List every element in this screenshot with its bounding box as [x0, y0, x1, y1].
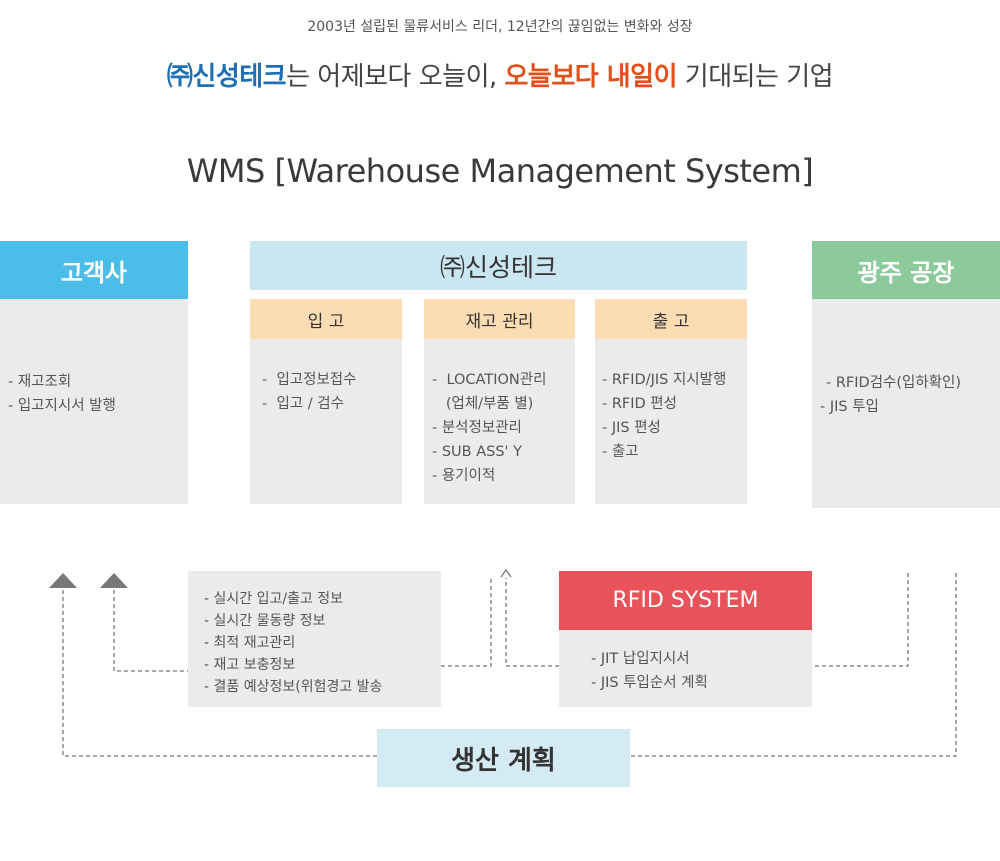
list-item: - JIS 편성	[602, 420, 661, 436]
list-item: - 출고	[602, 444, 639, 460]
list-item: - 실시간 입고/출고 정보	[204, 591, 344, 607]
list-item: - RFID검수(입하확인)	[826, 375, 962, 391]
inventory-header: 재고 관리	[424, 299, 575, 339]
customer-header: 고객사	[0, 241, 188, 299]
rfid-to-shinsung-line	[505, 578, 559, 667]
gwangju-panel: - RFID검수(입하확인) - JIS 투입	[812, 299, 1000, 508]
headline-mid: 는 어제보다 오늘이,	[286, 62, 505, 92]
inventory-panel: - LOCATION관리 (업체/부품 별) - 분석정보관리 - SUB AS…	[424, 339, 575, 504]
outbound-list: - RFID/JIS 지시발행 - RFID 편성 - JIS 편성 - 출고	[595, 339, 747, 464]
headline-highlight: 오늘보다 내일이	[504, 62, 678, 92]
inbound-header: 입 고	[250, 299, 402, 339]
info-to-customer-line	[113, 590, 188, 672]
list-item: - 최적 재고관리	[204, 635, 296, 651]
arrow-up-icon	[49, 573, 77, 588]
arrow-up-icon	[100, 573, 128, 588]
tagline: 2003년 설립된 물류서비스 리더, 12년간의 끊임없는 변화와 성장	[307, 19, 693, 35]
list-item: - 결품 예상정보(위험경고 발송	[204, 679, 383, 695]
info-to-shinsung-line	[441, 578, 492, 667]
rfid-list: - JIT 납입지시서 - JIS 투입순서 계획	[559, 630, 812, 695]
list-item: - RFID/JIS 지시발행	[602, 372, 727, 388]
list-item: - LOCATION관리	[432, 372, 547, 388]
list-item: - 재고조회	[8, 374, 72, 390]
list-item: - 실시간 물동량 정보	[204, 613, 326, 629]
list-item: - SUB ASS' Y	[432, 444, 522, 460]
outbound-header: 출 고	[595, 299, 747, 339]
arrow-up-icon	[500, 568, 512, 578]
rfid-panel: - JIT 납입지시서 - JIS 투입순서 계획	[559, 630, 812, 707]
headline-brand: ㈜신성테크	[166, 62, 287, 92]
rfid-header: RFID SYSTEM	[559, 571, 812, 630]
list-item: - 입고 / 검수	[262, 396, 344, 412]
inbound-panel: - 입고정보접수 - 입고 / 검수	[250, 339, 402, 504]
list-item: - RFID 편성	[602, 396, 677, 412]
gwangju-to-plan-line	[630, 573, 957, 757]
realtime-info-list: - 실시간 입고/출고 정보 - 실시간 물동량 정보 - 최적 재고관리 - …	[188, 571, 441, 698]
gwangju-header: 광주 공장	[812, 241, 1000, 299]
list-item: - 입고지시서 발행	[8, 398, 116, 414]
shinsung-header: ㈜신성테크	[250, 241, 747, 290]
headline: ㈜신성테크는 어제보다 오늘이, 오늘보다 내일이 기대되는 기업	[0, 56, 1000, 93]
customer-list: - 재고조회 - 입고지시서 발행	[0, 299, 188, 418]
gwangju-list: - RFID검수(입하확인) - JIS 투입	[812, 299, 1000, 419]
list-item: - 용기이적	[432, 468, 496, 484]
outbound-panel: - RFID/JIS 지시발행 - RFID 편성 - JIS 편성 - 출고	[595, 339, 747, 504]
production-plan-box: 생산 계획	[377, 729, 630, 787]
headline-end: 기대되는 기업	[677, 62, 834, 92]
list-item: (업체/부품 별)	[432, 396, 534, 412]
list-item: - 분석정보관리	[432, 420, 522, 436]
inbound-list: - 입고정보접수 - 입고 / 검수	[250, 339, 402, 416]
list-item: - 재고 보충정보	[204, 657, 296, 673]
list-item: - 입고정보접수	[262, 372, 357, 388]
customer-panel: - 재고조회 - 입고지시서 발행	[0, 299, 188, 504]
inventory-list: - LOCATION관리 (업체/부품 별) - 분석정보관리 - SUB AS…	[424, 339, 575, 488]
wms-title: WMS [Warehouse Management System]	[186, 152, 814, 190]
list-item: - JIT 납입지시서	[591, 651, 690, 667]
realtime-info-panel: - 실시간 입고/출고 정보 - 실시간 물동량 정보 - 최적 재고관리 - …	[188, 571, 441, 707]
list-item: - JIS 투입순서 계획	[591, 675, 708, 691]
list-item: - JIS 투입	[820, 399, 879, 415]
gwangju-to-rfid-line	[812, 573, 909, 667]
